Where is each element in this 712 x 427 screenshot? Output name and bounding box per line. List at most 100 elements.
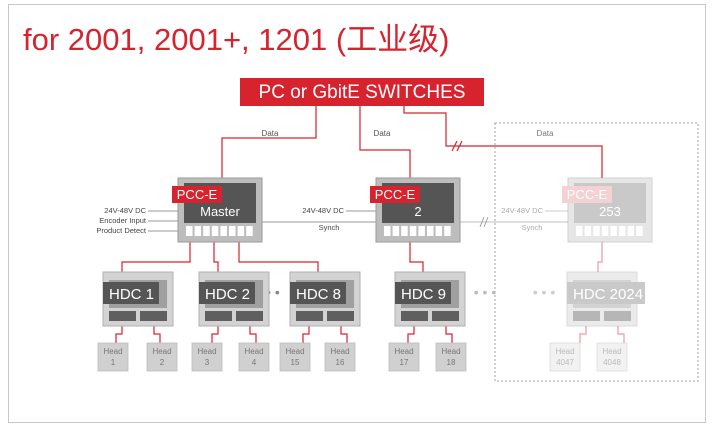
pcc-port [409,226,417,236]
master-input-power: 24V-48V DC [104,206,146,215]
hdc-head-wire [211,326,219,343]
pcc-hdc-wire [597,242,603,272]
hdc-port [296,311,323,321]
break-mark-synch [479,216,489,228]
ellipsis-1: • • [266,284,280,300]
data-label-2: Data [374,129,391,138]
head-box [191,342,223,372]
pcc-tag-label: PCC-E [375,187,416,202]
pcc-port [610,226,617,236]
data-line-1 [221,106,317,178]
hdc-label: HDC 8 [296,286,341,303]
head-unit: Head 4047 [549,342,581,372]
pcc-port [392,226,400,236]
hdc-tag [395,282,451,304]
hdc-head-wire [445,326,453,343]
hdc-screen [573,280,631,308]
hdc-outer [566,271,638,327]
head-number: 16 [336,358,345,367]
data-line-2 [359,106,411,178]
head-number: 2 [160,358,165,367]
hdc-head-wire [153,326,161,343]
power-label-2: 24V-48V DC [302,206,344,215]
switch-box [240,78,484,106]
hdc-port [573,311,600,321]
hdc-label: HDC 2024 [573,286,643,303]
head-label: Head [197,347,216,356]
pcc-port [384,226,391,236]
hdc-unit: HDC 2 [198,271,270,327]
pcc-port [401,226,408,236]
pcc-port [203,226,210,236]
pcc-tag [562,186,612,203]
head-box [279,342,311,372]
pcc-outer [567,177,653,243]
page-title: for 2001, 2001+, 1201 (工业级) [23,22,450,57]
pcc-port [229,226,236,236]
hdc-unit: HDC 1 [102,271,174,327]
head-number: 4048 [603,358,621,367]
pcc-port [584,226,592,236]
pcc-name: 253 [599,204,621,219]
hdc-tag [103,282,159,304]
hdc-tag [290,282,346,304]
pcc-port [246,226,253,236]
break-mark-data [451,140,463,152]
pcc-port [576,226,583,236]
head-box [435,342,467,372]
hdc-layer: HDC 1 HDC 2 HDC 8 HDC 9 HDC 2024 [102,271,645,327]
hdc-port [236,311,263,321]
hdc-head-wire [407,326,415,343]
master-input-product: Product Detect [96,226,147,235]
hdc-port [109,311,136,321]
power-label-3: 24V-48V DC [501,206,543,215]
data-line-3 [403,106,603,178]
hdc-unit: HDC 2024 [566,271,645,327]
ellipsis-2: • • • [474,284,497,300]
head-label: Head [555,347,574,356]
hdc-unit: HDC 9 [394,271,466,327]
hdc-head-wire [617,326,625,343]
pcc-port [427,226,434,236]
hdc-head-wire [249,326,257,343]
expansion-region [494,122,699,382]
pcc-tag [172,186,222,203]
head-unit: Head 18 [435,342,467,372]
head-number: 18 [447,358,456,367]
data-label-3: Data [537,129,554,138]
head-label: Head [152,347,171,356]
hdc-head-wire [340,326,348,343]
pcc-tag-label: PCC-E [177,187,218,202]
head-label: Head [103,347,122,356]
master-input-encoder: Encoder Input [99,216,147,225]
head-box [549,342,581,372]
pcc-ports [384,226,451,236]
pcc-port [435,226,443,236]
hdc-port [140,311,167,321]
pcc-tag [370,186,420,203]
head-label: Head [441,347,460,356]
hdc-port [205,311,232,321]
master-input-lines [148,210,178,232]
head-label: Head [285,347,304,356]
pcc-hdc-wire [213,242,219,272]
pcc-port [636,226,643,236]
hdc-head-wire [579,326,587,343]
head-number: 4047 [556,358,574,367]
head-number: 17 [400,358,409,367]
pcc-port [194,226,202,236]
hdc-label: HDC 1 [109,286,154,303]
pcc-hdc-wire [238,242,319,272]
hdc-unit: HDC 8 [289,271,361,327]
synch-label-1: Synch [319,223,340,232]
head-label: Head [244,347,263,356]
pcc-port [601,226,609,236]
